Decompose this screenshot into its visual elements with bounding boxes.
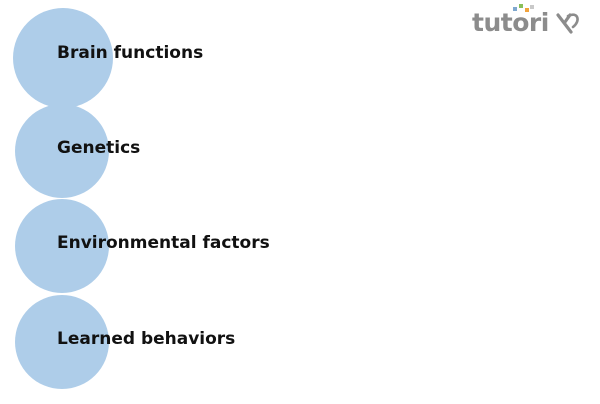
logo-x-swoosh-icon <box>556 13 579 34</box>
logo-wordmark: tutori <box>472 8 549 37</box>
bubble-circle-4[interactable] <box>15 295 109 389</box>
tutorix-logo: tutori <box>472 4 582 40</box>
bubble-label-learned-behaviors: Learned behaviors <box>57 329 236 349</box>
logo-dot-gray-icon <box>530 5 534 9</box>
bubble-label-genetics: Genetics <box>57 138 141 158</box>
bubble-label-brain-functions: Brain functions <box>57 43 204 63</box>
logo-dots-group <box>513 4 535 16</box>
bubble-label-environmental-factors: Environmental factors <box>57 233 270 253</box>
bubble-circle-3[interactable] <box>15 199 109 293</box>
bubble-circle-1[interactable] <box>13 8 113 108</box>
logo-dot-orange-icon <box>525 8 529 12</box>
bubble-circle-2[interactable] <box>15 104 109 198</box>
logo-dot-blue-icon <box>513 7 517 11</box>
logo-dot-green-icon <box>519 4 523 8</box>
